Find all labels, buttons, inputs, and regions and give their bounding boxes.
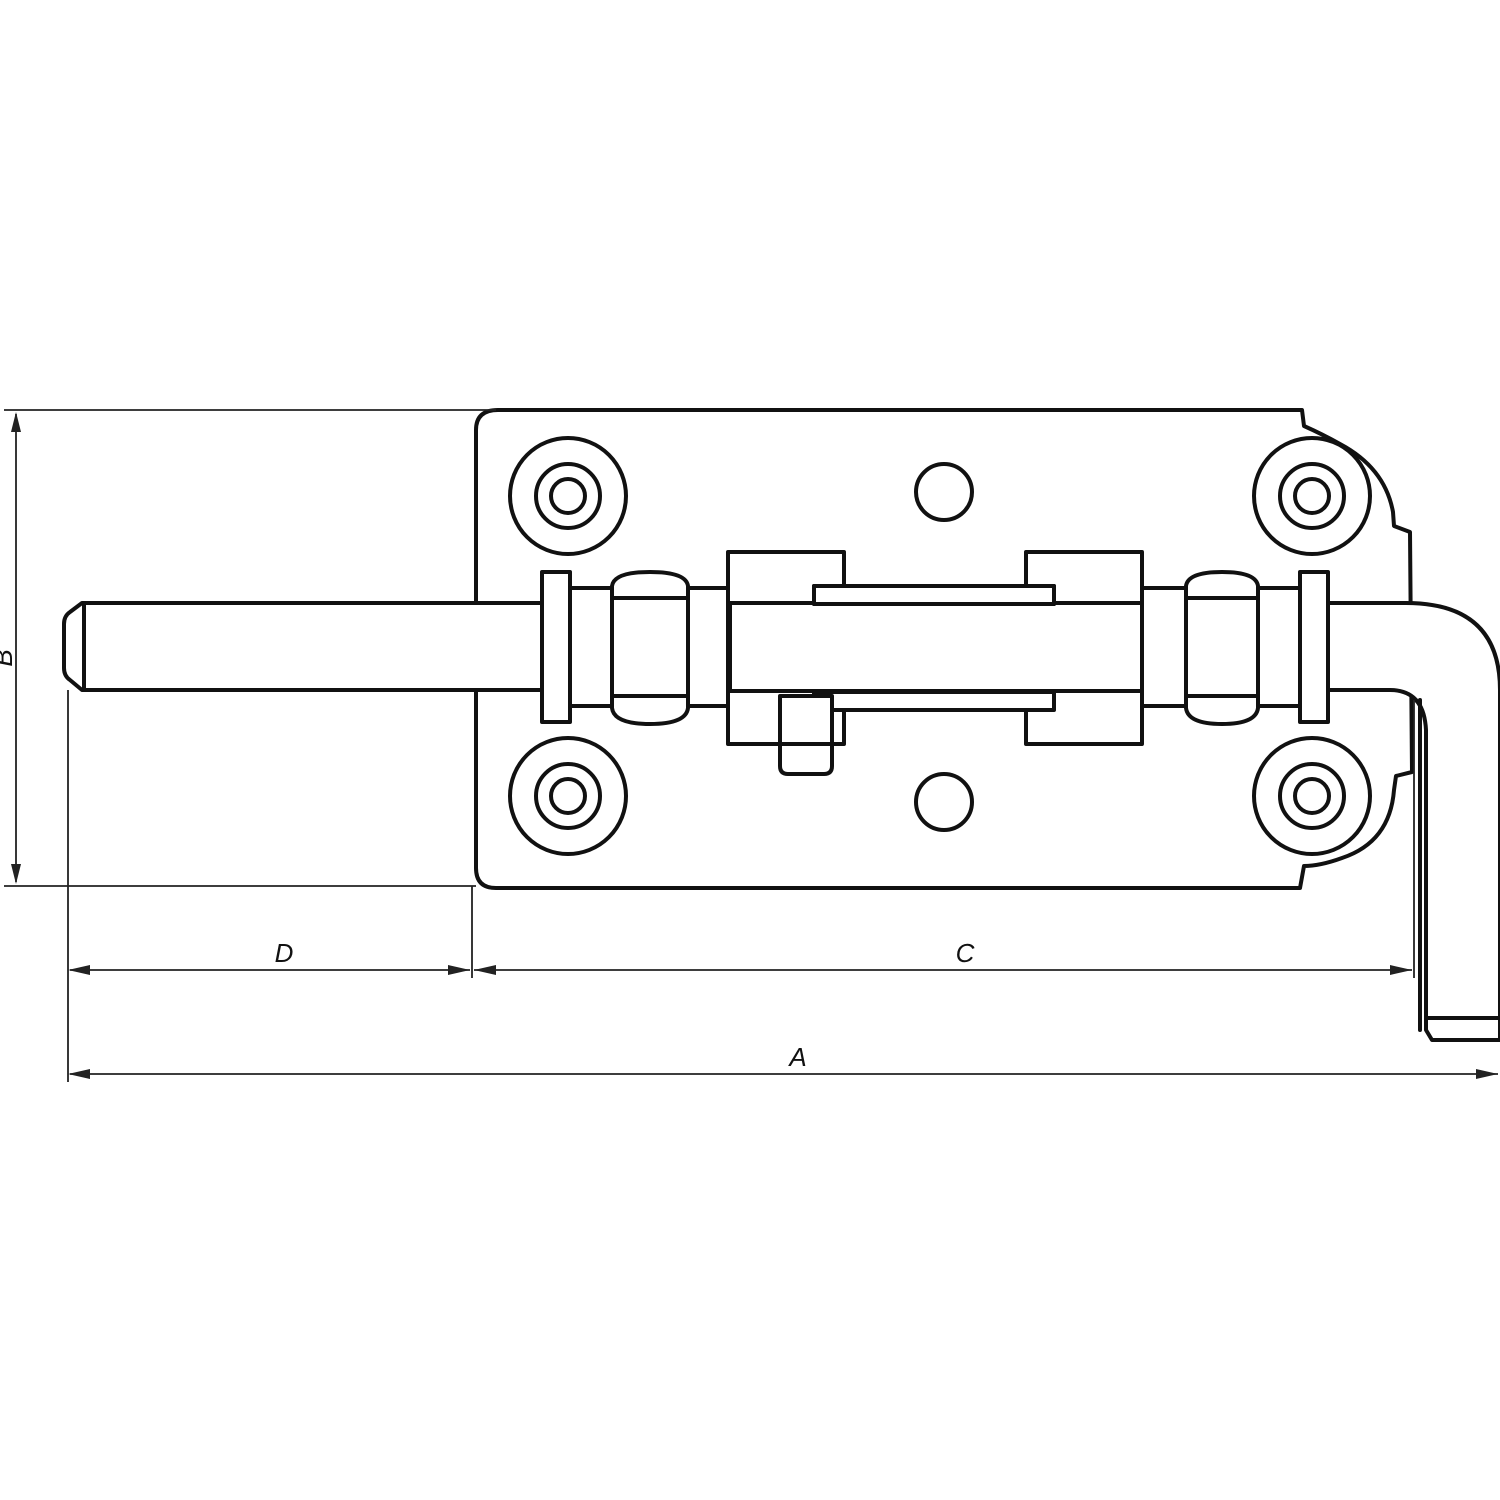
mounting-hole-bottom <box>914 772 974 832</box>
dimension-b: B <box>0 412 21 884</box>
bolt-segment-left-2 <box>686 586 732 708</box>
mounting-hole-top <box>914 462 974 522</box>
dimension-c-label: C <box>956 938 975 968</box>
dimension-d: D <box>68 938 470 975</box>
bead-left <box>610 570 690 726</box>
screw-hole-top-left <box>508 436 628 556</box>
screw-hole-bottom-left <box>508 736 628 856</box>
bolt-segment-left <box>568 586 616 708</box>
dimension-d-label: D <box>275 938 294 968</box>
dimension-b-label: B <box>0 649 18 666</box>
bolt-segment-right <box>1256 586 1304 708</box>
dimension-c: C <box>474 938 1412 975</box>
slide-plate-top <box>812 584 1056 606</box>
screw-hole-top-right <box>1252 436 1372 556</box>
extension-lines <box>4 409 1415 1082</box>
collar-left <box>540 570 572 724</box>
bead-right <box>1184 570 1260 726</box>
screw-hole-bottom-right <box>1252 736 1372 856</box>
slide-plate-bottom <box>812 690 1056 712</box>
dimension-a-label: A <box>787 1042 806 1072</box>
dimension-a: A <box>68 1042 1498 1079</box>
bolt-pin-left <box>62 601 548 692</box>
stop-knob <box>778 694 834 776</box>
collar-right <box>1298 570 1330 724</box>
bolt-segment-right-2 <box>1140 586 1190 708</box>
bolt-handle <box>1326 601 1500 1042</box>
